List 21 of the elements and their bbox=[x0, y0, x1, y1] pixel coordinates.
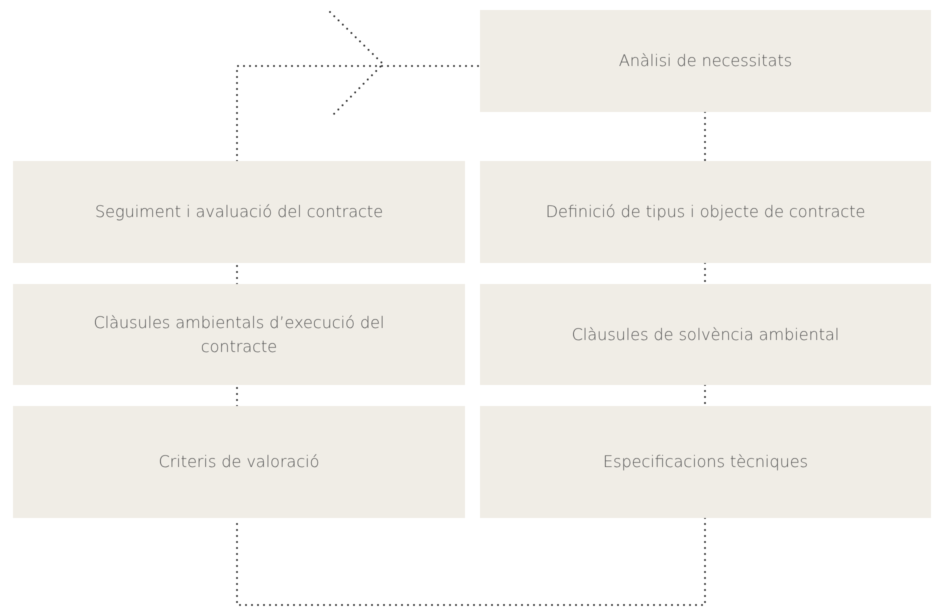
dotted-connector bbox=[704, 262, 706, 285]
dotted-connector bbox=[704, 384, 706, 407]
process-box bbox=[13, 161, 465, 263]
box-label: Clàusules de solvència ambiental bbox=[572, 324, 840, 346]
box-label: Seguiment i avaluació del contracte bbox=[94, 201, 384, 223]
dotted-connector bbox=[704, 111, 706, 162]
process-box bbox=[480, 284, 931, 385]
process-box bbox=[480, 10, 931, 112]
box-label: Criteris de valoració bbox=[158, 451, 320, 473]
box-label: Definició de tipus i objecte de contracte bbox=[546, 201, 866, 223]
dotted-arrow bbox=[236, 11, 481, 162]
dotted-connector bbox=[236, 262, 238, 285]
box-label: Anàlisi de necessitats bbox=[618, 50, 792, 72]
box-label: Clàusules ambientals d’execució del contracte bbox=[92, 312, 386, 358]
process-box bbox=[480, 161, 931, 263]
process-box bbox=[13, 284, 465, 385]
process-box bbox=[480, 406, 931, 518]
dotted-connector bbox=[236, 517, 706, 606]
dotted-connector bbox=[236, 384, 238, 407]
box-label: Especificacions tècniques bbox=[603, 451, 808, 473]
process-box bbox=[13, 406, 465, 518]
